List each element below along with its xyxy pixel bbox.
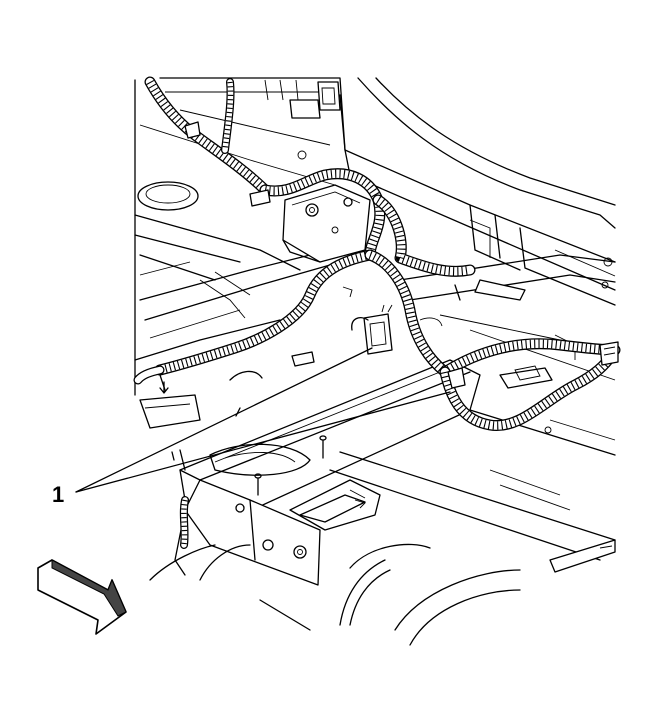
floor-details-left bbox=[139, 317, 443, 476]
callout-leaders bbox=[75, 347, 451, 493]
underbody-components bbox=[149, 469, 571, 646]
callout-1-label: 1 bbox=[52, 482, 65, 507]
front-direction-arrow-icon bbox=[37, 559, 127, 635]
floor-rail-main bbox=[179, 359, 616, 573]
rear-panel bbox=[134, 77, 346, 396]
mounting-bracket-lower bbox=[174, 479, 381, 586]
mounting-bracket-upper bbox=[282, 184, 371, 263]
harness-connectors bbox=[184, 121, 619, 389]
body-side-structure bbox=[339, 77, 616, 306]
clip-location-marks bbox=[159, 286, 353, 461]
wiring-harness bbox=[133, 76, 621, 549]
